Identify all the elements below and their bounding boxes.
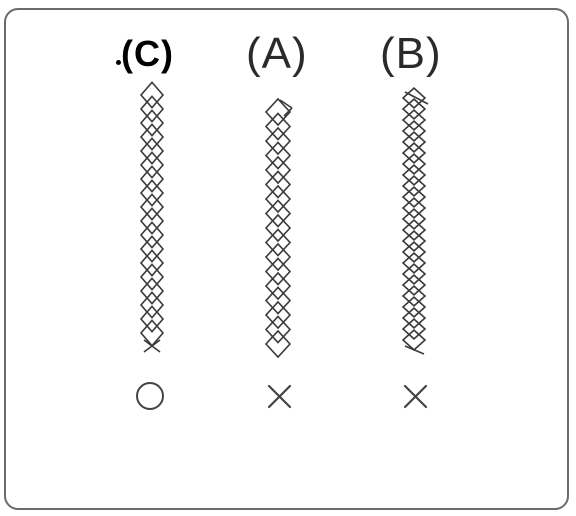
stitch-diamond xyxy=(401,241,427,263)
stitch-diamond xyxy=(139,179,165,207)
stitch-diamond xyxy=(401,263,427,285)
stitch-diamond xyxy=(264,300,292,330)
stitch-diamond xyxy=(264,141,292,170)
stitch-diamond xyxy=(401,164,427,186)
stitch-tail xyxy=(283,107,293,117)
stitch-diamond xyxy=(401,219,427,241)
stitch-diamond xyxy=(264,170,292,199)
diagram-frame xyxy=(4,8,569,510)
stitch-diamond xyxy=(264,271,292,301)
stitch-diamond xyxy=(264,329,292,359)
stitch-diamond xyxy=(401,307,427,329)
label-b: (B) xyxy=(380,29,442,78)
stitch-diamond xyxy=(401,208,427,230)
stitch-diamond xyxy=(139,123,165,151)
stitch-diamond xyxy=(401,98,427,120)
stitch-diamond xyxy=(139,249,165,277)
stitch-diamond xyxy=(401,153,427,175)
stitch-diamond xyxy=(139,207,165,235)
stitch-diamond xyxy=(264,184,292,214)
stitch-diamond xyxy=(264,213,292,243)
stitch-diamond xyxy=(264,242,292,272)
stitch-diamond xyxy=(401,120,427,142)
stitch-tail xyxy=(143,339,161,353)
stitch-diamond xyxy=(139,221,165,249)
stitch-diamond xyxy=(139,319,165,347)
stitch-diamond xyxy=(401,252,427,274)
circle-mark-c xyxy=(136,382,164,410)
cross-mark-a xyxy=(267,384,292,409)
stitch-diamond xyxy=(139,235,165,263)
stitch-diamond xyxy=(139,137,165,165)
label-c: (C) xyxy=(121,33,174,74)
stitch-diamond xyxy=(139,291,165,319)
stitch-diamond xyxy=(401,87,427,109)
stitch-diamond xyxy=(264,257,292,286)
stitch-diamond xyxy=(139,193,165,221)
stitch-diamond xyxy=(264,112,292,141)
stitch-diamond xyxy=(139,277,165,305)
stitch-diamond xyxy=(139,95,165,123)
label-a: (A) xyxy=(246,29,308,78)
stitch-diamond xyxy=(264,286,292,315)
stitch-diamond xyxy=(401,296,427,318)
stitch-diamond xyxy=(401,197,427,219)
stitch-tail xyxy=(404,345,425,355)
stitch-diamond xyxy=(401,131,427,153)
stitch-diamond xyxy=(401,274,427,296)
stitch-diamond xyxy=(264,315,292,344)
stitch-diamond xyxy=(401,175,427,197)
stitch-diamond xyxy=(139,165,165,193)
stitch-diamond xyxy=(401,109,427,131)
stitch-diamond xyxy=(401,142,427,164)
stitch-diamond xyxy=(139,109,165,137)
stitch-diamond xyxy=(264,97,292,127)
stitch-diamond xyxy=(139,305,165,333)
stitch-diamond xyxy=(264,228,292,257)
stitch-diamond xyxy=(401,318,427,340)
stitch-column-c xyxy=(139,81,165,353)
stitch-column-a xyxy=(264,97,293,359)
stitch-column-b xyxy=(401,87,429,355)
stitch-diamond xyxy=(139,151,165,179)
stitch-tail xyxy=(404,91,429,105)
label-dot xyxy=(116,60,121,65)
stitch-diamond xyxy=(139,81,165,109)
stitch-diamond xyxy=(264,126,292,156)
stitch-diamond xyxy=(139,263,165,291)
stitch-diamond xyxy=(401,230,427,252)
cross-mark-b xyxy=(403,384,428,409)
stitch-diamond xyxy=(401,186,427,208)
stitch-diamond xyxy=(264,199,292,228)
stitch-tail xyxy=(279,99,293,109)
stitch-diamond xyxy=(401,285,427,307)
stitch-diamond xyxy=(264,155,292,185)
